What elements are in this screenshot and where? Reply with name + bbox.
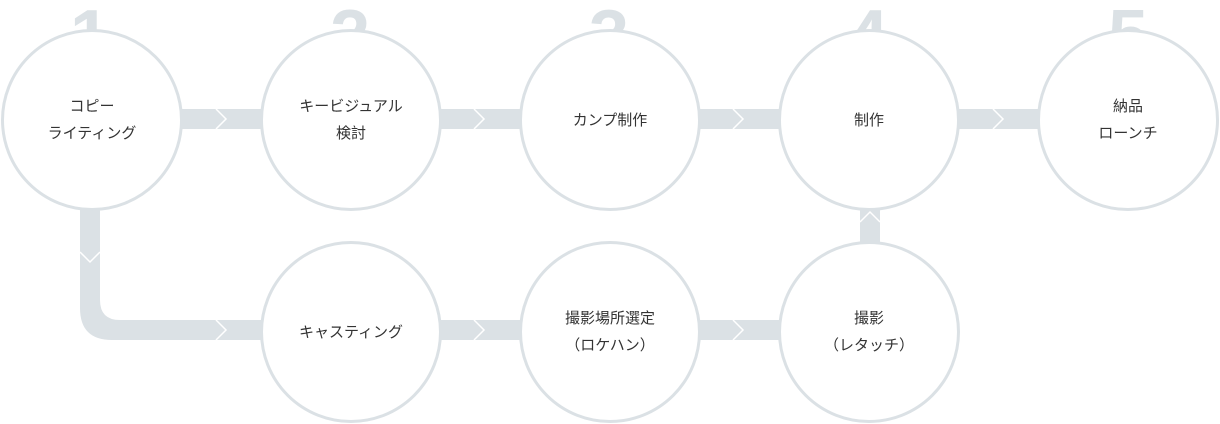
sub-label-line1: 撮影場所選定: [564, 309, 655, 327]
chevron-down-icon: [79, 251, 101, 264]
step-label-line2: ライティング: [47, 124, 137, 142]
connector-1-2: [180, 109, 262, 129]
step-node-copywriting: コピー ライティング: [1, 29, 183, 211]
sub-label-line2: （ロケハン）: [565, 336, 655, 354]
connector-casting-location: [438, 320, 520, 340]
connector-3-4: [696, 109, 780, 129]
sub-label-line1: 撮影: [853, 309, 884, 327]
step-label-line1: キービジュアル: [299, 97, 403, 115]
step-node-key-visual: キービジュアル 検討: [260, 29, 442, 211]
chevron-up-icon: [859, 210, 881, 223]
connector-2-3: [438, 109, 520, 129]
step-node-comp: カンプ制作: [519, 29, 701, 211]
sub-node-casting: キャスティング: [260, 241, 442, 423]
step-label-line2: 検討: [335, 124, 366, 142]
sub-label-line2: （レタッチ）: [823, 336, 914, 354]
step-label-line1: 納品: [1112, 97, 1143, 115]
sub-node-shooting: 撮影 （レタッチ）: [778, 241, 960, 423]
step-label-line1: 制作: [853, 110, 884, 129]
connector-1-casting: [80, 205, 262, 340]
step-label-line1: コピー: [69, 97, 115, 115]
connector-location-shooting: [696, 320, 780, 340]
chevron-right-icon: [732, 319, 745, 341]
chevron-right-icon: [473, 108, 486, 130]
chevron-right-icon: [215, 319, 228, 341]
step-label-line1: カンプ制作: [572, 110, 648, 129]
step-node-delivery: 納品 ローンチ: [1037, 29, 1219, 211]
connector-shooting-4: [860, 205, 880, 245]
step-label-line2: ローンチ: [1098, 124, 1158, 142]
chevron-right-icon: [473, 319, 486, 341]
chevron-right-icon: [215, 108, 228, 130]
sub-label-line1: キャスティング: [298, 322, 404, 341]
sub-node-location: 撮影場所選定 （ロケハン）: [519, 241, 701, 423]
step-node-production: 制作: [778, 29, 960, 211]
connector-4-5: [956, 109, 1040, 129]
chevron-right-icon: [732, 108, 745, 130]
chevron-right-icon: [992, 108, 1005, 130]
